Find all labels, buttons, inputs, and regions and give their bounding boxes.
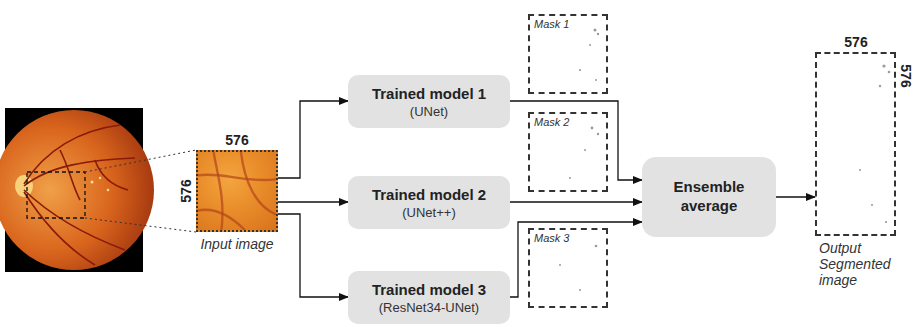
flow-arrow — [510, 201, 642, 202]
flow-arrow — [278, 214, 348, 297]
node-title: Input image — [200, 236, 273, 252]
model-box: Trained model 2 (UNet++) — [348, 176, 510, 229]
dimension-label: 576 — [225, 132, 248, 148]
model-box: Trained model 1 (UNet) — [348, 75, 510, 128]
node-subtitle: (UNet++) — [402, 205, 455, 220]
flow-arrow — [278, 201, 348, 202]
flow-arrow — [278, 101, 348, 178]
mask-box: Mask 3 — [528, 228, 608, 308]
zoom-line — [85, 150, 196, 172]
crop-region — [27, 172, 85, 218]
mask-box: Mask 2 — [528, 112, 608, 192]
node-subtitle: (UNet) — [410, 104, 448, 119]
flow-arrow — [776, 196, 815, 197]
model-box: Trained model 3 (ResNet34-UNet) — [348, 271, 510, 324]
mask-box: Mask 1 — [528, 14, 608, 94]
node-subtitle: (ResNet34-UNet) — [379, 300, 479, 315]
output-image: Output Segmented image — [815, 52, 896, 236]
zoom-line — [85, 218, 196, 232]
dimension-label: 576 — [178, 179, 194, 202]
dimension-label: 576 — [898, 64, 914, 87]
node-title: Mask 1 — [534, 18, 569, 30]
node-title: Output Segmented image — [819, 240, 903, 288]
retina-crop — [198, 152, 276, 230]
input-image: Input image — [196, 150, 278, 232]
node-title: Trained model 3 — [372, 281, 486, 298]
node-title: Mask 2 — [534, 116, 569, 128]
fundus-photo — [0, 110, 154, 270]
retinal-vessels — [24, 125, 135, 265]
exudates — [91, 177, 110, 192]
node-title: Trained model 1 — [372, 85, 486, 102]
dimension-label: 576 — [844, 34, 867, 50]
node-title: Ensemble average — [659, 178, 759, 216]
ensemble-box: Ensemble average — [642, 157, 776, 237]
node-title: Trained model 2 — [372, 186, 486, 203]
node-title: Mask 3 — [534, 232, 569, 244]
